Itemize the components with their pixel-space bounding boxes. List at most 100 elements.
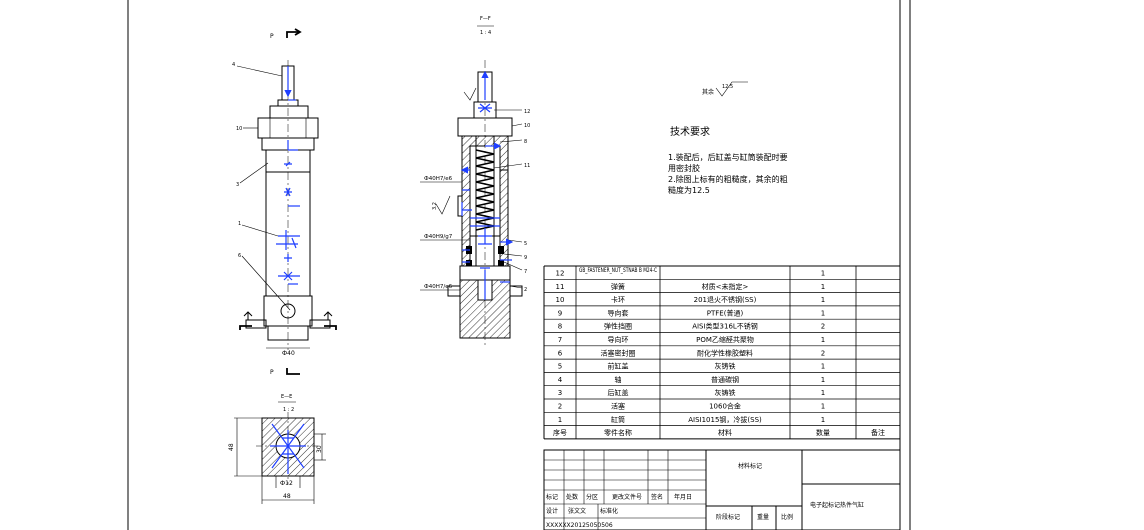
callout-left-5: 6	[238, 253, 241, 259]
bom-header-remark: 备注	[871, 428, 885, 437]
bom-row-no: 1	[558, 416, 562, 424]
tb-drawing-title: 电子起标记热件气缸	[810, 501, 864, 509]
bom-row-material: 材质<未指定>	[702, 282, 749, 291]
bom-row-material: 201退火不锈钢(SS)	[694, 295, 757, 304]
tech-line-2: 用密封胶	[668, 163, 700, 173]
tb-label-2: 处数	[566, 493, 578, 501]
bom-row-qty: 1	[821, 336, 825, 344]
tb-label-1: 标记	[546, 493, 558, 501]
tb-row2-label-1: 设计	[546, 507, 558, 515]
bom-row-name: 活塞	[611, 402, 625, 411]
section-ee-label-bottom: 1 : 2	[283, 407, 294, 413]
bom-header-name: 零件名称	[604, 428, 632, 437]
bom-row-name: 导向环	[608, 335, 629, 344]
tech-title: 技术要求	[670, 125, 710, 138]
tech-line-4: 糙度为12.5	[668, 185, 710, 195]
bom-row-no: 11	[556, 283, 565, 291]
bom-row-qty: 1	[821, 296, 825, 304]
dim-ee-inner: 30	[316, 445, 323, 453]
callout-left-1: 4	[232, 62, 235, 68]
tb-label-5: 签名	[651, 493, 663, 501]
sheet-border	[127, 0, 911, 530]
bom-row-name: 弹性挡圈	[604, 322, 632, 331]
bom-row-no: 6	[558, 349, 563, 357]
tb-scale: 比例	[781, 513, 793, 521]
tb-student-id: XXXXXX20125050506	[546, 522, 613, 529]
callout-left-3: 3	[236, 182, 239, 188]
cylinder-section-view: F—F 1 : 4 Ф40H7/e6 Ф4	[420, 16, 530, 345]
cylinder-front-view: P Ф40 P 4 10 3	[232, 28, 337, 376]
bom-row-qty: 1	[821, 270, 825, 278]
bom-row-name: 导向套	[608, 308, 629, 317]
section-ee: E—E 1 : 2 48 30 Ф12 48	[228, 394, 326, 504]
dim-ee-height: 48	[228, 443, 235, 451]
bom-header-qty: 数量	[816, 428, 830, 437]
bom-row-qty: 1	[821, 363, 825, 371]
blue-markers-left	[276, 66, 300, 285]
bom-row-no: 10	[556, 296, 565, 304]
bom-row-material: 灰铸铁	[715, 362, 736, 371]
tb-stage-mark: 阶段标记	[716, 513, 740, 521]
callout-left-4: 1	[238, 221, 241, 227]
tb-label-6: 年月日	[674, 493, 692, 501]
bom-row-material: AISI1015钢，冷拔(SS)	[688, 415, 762, 424]
blue-markers-ee	[270, 423, 306, 474]
roughness-note: 其余 12.5	[702, 81, 748, 97]
callout-left-2: 10	[236, 126, 242, 132]
bom-row-qty: 2	[821, 349, 825, 357]
tech-line-1: 1.装配后，后缸盖与缸筒装配时要	[668, 152, 788, 162]
roughness-prefix: 其余	[702, 88, 714, 96]
bom-row-qty: 1	[821, 403, 825, 411]
callout-right-2: 10	[524, 123, 530, 129]
dim-ee-width: 48	[283, 493, 291, 500]
callout-right-1: 12	[524, 109, 530, 115]
callout-right-8: 2	[524, 287, 527, 293]
bom-row-material: 灰铸铁	[715, 388, 736, 397]
callout-right-5: 5	[524, 241, 527, 247]
callout-right-3: 8	[524, 139, 527, 145]
bom-row-qty: 1	[821, 376, 825, 384]
bom-header-material: 材料	[718, 428, 732, 437]
revision-grid	[544, 450, 706, 530]
bom-row-material: 1060合金	[709, 402, 741, 411]
bom-row-name: GB_FASTENER_NUT_STNAB B M24-C	[579, 267, 657, 274]
bom-row-name: 轴	[615, 375, 622, 384]
section-ff-label-top: F—F	[480, 16, 491, 22]
dim-ee-bore: Ф12	[280, 480, 293, 487]
bom-row-qty: 1	[821, 416, 825, 424]
bom-row-qty: 1	[821, 309, 825, 317]
bom-row-name: 前缸盖	[608, 362, 629, 371]
bom-header-no: 序号	[553, 428, 567, 437]
view-label-p-top: P	[270, 33, 274, 40]
bom-row-no: 12	[556, 270, 565, 278]
bom-row-name: 卡环	[611, 295, 625, 304]
bom-row-material: AISI类型316L不锈钢	[692, 322, 758, 331]
bom-row-no: 2	[558, 403, 562, 411]
bom-row-no: 3	[558, 389, 562, 397]
blue-markers-section	[460, 70, 514, 300]
bom-row-name: 活塞密封圈	[601, 348, 636, 357]
bom-row-material: PTFE(普通)	[707, 308, 744, 317]
callout-right-7: 7	[524, 269, 527, 275]
bom-row-material: 耐化学性橡胶塑料	[697, 348, 753, 357]
side-roughness: 3.2	[432, 202, 438, 210]
bom-row-no: 9	[558, 309, 562, 317]
tb-row2-label-2: 张文文	[568, 507, 586, 515]
bom-row-qty: 1	[821, 283, 825, 291]
spring	[475, 149, 495, 231]
bom-row-name: 缸筒	[611, 415, 625, 424]
section-ff-label-bottom: 1 : 4	[480, 30, 491, 36]
bom-row-qty: 2	[821, 323, 825, 331]
tb-label-4: 更改文件号	[612, 493, 642, 501]
title-block: 标记 处数 分区 更改文件号 签名 年月日 设计 张文文 标准化 XXXXXX2…	[543, 449, 901, 530]
bom-row-no: 4	[558, 376, 563, 384]
bom-row-material: POM乙缩醛共聚物	[696, 335, 754, 344]
tech-line-3: 2.除图上标有的粗糙度，其余的粗	[668, 174, 788, 184]
tb-row2-label-3: 标准化	[600, 507, 618, 515]
bom-row-material: 普通碳钢	[711, 375, 739, 384]
bom-row-no: 7	[558, 336, 562, 344]
section-ee-label-top: E—E	[281, 394, 292, 400]
dim-left-bottom: Ф40	[282, 350, 295, 357]
tb-material-mark: 材料标记	[738, 462, 762, 470]
